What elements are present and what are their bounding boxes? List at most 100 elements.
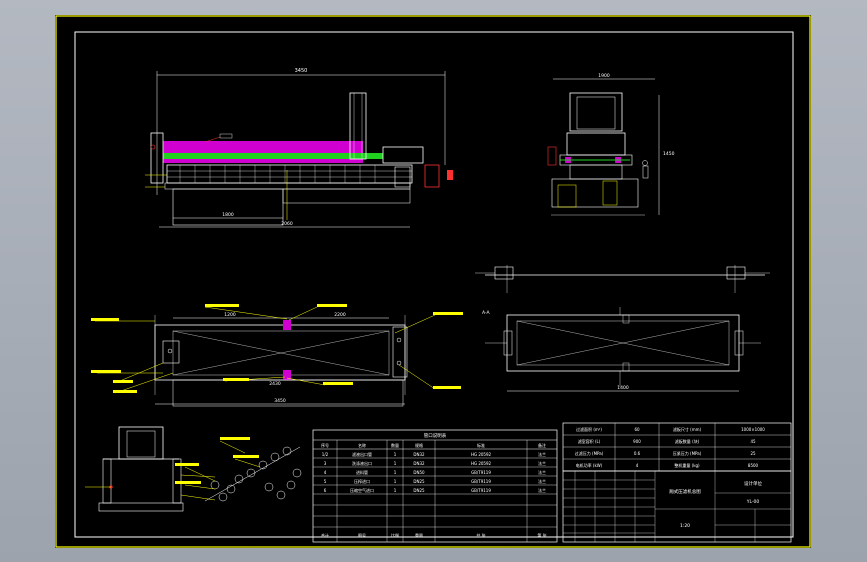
title-company: 设计单位 bbox=[744, 480, 762, 487]
svg-text:第 张: 第 张 bbox=[537, 532, 546, 538]
svg-text:1: 1 bbox=[394, 452, 397, 457]
svg-text:合计: 合计 bbox=[321, 532, 329, 538]
side-rail-green bbox=[163, 153, 383, 159]
title-drawing-name: 厢式压滤机总图 bbox=[669, 488, 701, 495]
svg-text:滤板数量 (块): 滤板数量 (块) bbox=[675, 438, 700, 444]
svg-text:法兰: 法兰 bbox=[538, 478, 546, 484]
detail-view bbox=[85, 426, 216, 512]
parts-table-row: 3 洗涤液出口 1 DN32 HG 20592 法兰 bbox=[324, 460, 546, 466]
tech-row: 过滤面积 (m²) 60 滤板尺寸 (mm) 1000×1000 bbox=[576, 426, 765, 432]
svg-text:进料管: 进料管 bbox=[356, 469, 368, 475]
side-frame-top bbox=[569, 92, 623, 132]
section-label-aa: A-A bbox=[482, 310, 491, 316]
svg-text:规格: 规格 bbox=[415, 442, 423, 448]
svg-text:DN32: DN32 bbox=[413, 461, 425, 466]
svg-text:HG 20592: HG 20592 bbox=[471, 452, 492, 457]
side-elevation-view: 1900 1450 bbox=[547, 73, 675, 216]
dim-side-height: 1450 bbox=[663, 151, 675, 157]
svg-text:1: 1 bbox=[394, 479, 397, 484]
tech-spec-table: 过滤面积 (m²) 60 滤板尺寸 (mm) 1000×1000 滤室容积 (L… bbox=[562, 422, 792, 472]
dim-plan-total: 3450 bbox=[274, 398, 286, 404]
svg-text:45: 45 bbox=[750, 439, 756, 444]
svg-text:法兰: 法兰 bbox=[538, 487, 546, 493]
svg-text:数量: 数量 bbox=[391, 442, 399, 448]
svg-text:过滤压力 (MPa): 过滤压力 (MPa) bbox=[575, 450, 604, 456]
cad-drawing: 3450 1800 2060 bbox=[55, 15, 811, 548]
plate-shifter-tower bbox=[349, 92, 367, 160]
svg-text:6: 6 bbox=[324, 488, 327, 493]
dim-plan-left: 1200 bbox=[224, 312, 236, 318]
dim-front-inner: 1800 bbox=[222, 212, 234, 218]
svg-text:压缩空气进口: 压缩空气进口 bbox=[350, 487, 374, 493]
svg-text:重量: 重量 bbox=[415, 532, 423, 538]
svg-text:25: 25 bbox=[750, 451, 756, 456]
tech-row: 滤室容积 (L) 900 滤板数量 (块) 45 bbox=[578, 438, 756, 444]
plan-outline bbox=[154, 324, 406, 381]
svg-text:序号: 序号 bbox=[321, 442, 329, 448]
pipe-mark-lower bbox=[283, 370, 291, 380]
dim-fdn-total: 1400 bbox=[617, 385, 629, 391]
svg-text:1: 1 bbox=[394, 488, 397, 493]
svg-text:法兰: 法兰 bbox=[538, 451, 546, 457]
svg-text:DN50: DN50 bbox=[413, 470, 425, 475]
svg-text:共 张: 共 张 bbox=[476, 532, 485, 538]
svg-text:标准: 标准 bbox=[477, 442, 485, 448]
svg-text:过滤面积 (m²): 过滤面积 (m²) bbox=[576, 426, 602, 432]
foundation-plan-view: 3450 1200 2200 2430 bbox=[91, 304, 463, 407]
svg-text:0.6: 0.6 bbox=[634, 451, 641, 456]
foundation-plan-a-view: A-A 1400 bbox=[482, 307, 761, 392]
svg-text:DN25: DN25 bbox=[413, 488, 425, 493]
svg-text:900: 900 bbox=[633, 439, 641, 444]
dim-plan-center: 2430 bbox=[269, 381, 281, 387]
tech-row: 电机功率 (kW) 4 整机重量 (kg) 8500 bbox=[576, 462, 759, 468]
filter-plate-pack bbox=[163, 141, 363, 163]
svg-text:电机功率 (kW): 电机功率 (kW) bbox=[576, 462, 603, 468]
svg-text:滤液出口管: 滤液出口管 bbox=[352, 451, 372, 457]
svg-text:法兰: 法兰 bbox=[538, 469, 546, 475]
parts-table-row: 6 压缩空气进口 1 DN25 GB/T9119 法兰 bbox=[324, 487, 546, 493]
tech-row: 过滤压力 (MPa) 0.6 压紧压力 (MPa) 25 bbox=[575, 450, 756, 456]
svg-text:5: 5 bbox=[324, 479, 327, 484]
svg-text:比例: 比例 bbox=[391, 532, 399, 538]
drawing-sheet: 3450 1800 2060 bbox=[55, 15, 811, 548]
inner-frame bbox=[74, 31, 794, 538]
parts-table-row: 5 压榨进口 1 DN25 GB/T9119 法兰 bbox=[324, 478, 546, 484]
svg-text:备注: 备注 bbox=[538, 442, 546, 448]
parts-table-header: 序号 名称 数量 规格 标准 备注 bbox=[321, 442, 546, 448]
svg-text:滤室容积 (L): 滤室容积 (L) bbox=[578, 438, 601, 444]
svg-text:洗涤液出口: 洗涤液出口 bbox=[352, 460, 372, 466]
pipe-mark-upper bbox=[283, 320, 291, 330]
svg-text:DN25: DN25 bbox=[413, 479, 425, 484]
title-drawing-no: YL-00 bbox=[746, 499, 760, 505]
svg-text:1000×1000: 1000×1000 bbox=[741, 427, 765, 432]
svg-text:GB/T9119: GB/T9119 bbox=[471, 470, 491, 475]
foundation-section-view bbox=[475, 265, 770, 293]
front-elevation-view: 3450 1800 2060 bbox=[145, 68, 453, 228]
hydraulic-station bbox=[424, 164, 440, 188]
dim-front-lower: 2060 bbox=[281, 221, 293, 227]
svg-text:1: 1 bbox=[394, 470, 397, 475]
title-scale: 1:20 bbox=[680, 523, 690, 529]
svg-text:4: 4 bbox=[324, 470, 327, 475]
svg-text:GB/T9119: GB/T9119 bbox=[471, 479, 491, 484]
svg-text:3: 3 bbox=[324, 461, 327, 466]
svg-text:压榨进口: 压榨进口 bbox=[354, 478, 370, 484]
parts-table-row: 1/2 滤液出口管 1 DN32 HG 20592 法兰 bbox=[322, 451, 546, 457]
parts-table-row: 4 进料管 1 DN50 GB/T9119 法兰 bbox=[324, 469, 546, 475]
dim-side-width: 1900 bbox=[598, 73, 610, 79]
dim-front-total: 3450 bbox=[295, 68, 308, 74]
svg-text:4: 4 bbox=[636, 463, 639, 468]
svg-text:整机重量 (kg): 整机重量 (kg) bbox=[674, 462, 700, 468]
svg-text:1/2: 1/2 bbox=[322, 452, 329, 457]
svg-text:图号: 图号 bbox=[358, 532, 366, 538]
svg-text:60: 60 bbox=[634, 427, 640, 432]
svg-text:压紧压力 (MPa): 压紧压力 (MPa) bbox=[673, 450, 702, 456]
outer-frame bbox=[55, 15, 811, 548]
dim-plan-right: 2200 bbox=[334, 312, 346, 318]
svg-text:法兰: 法兰 bbox=[538, 460, 546, 466]
drip-tray bbox=[172, 188, 284, 226]
svg-text:名称: 名称 bbox=[358, 442, 366, 448]
balloon-callouts bbox=[204, 446, 302, 502]
svg-text:DN32: DN32 bbox=[413, 452, 425, 457]
